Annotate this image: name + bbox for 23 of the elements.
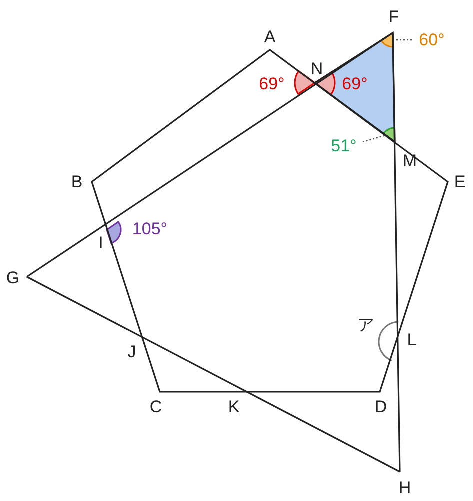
point-label: F [388, 8, 400, 26]
angle-mark [380, 32, 394, 48]
point-label: N [310, 60, 324, 78]
point-label: K [228, 398, 240, 416]
angle-label: 60° [419, 32, 445, 48]
point-label: B [71, 174, 83, 190]
point-label: L [407, 332, 417, 348]
point-label: G [6, 270, 20, 286]
angle-label: 69° [342, 76, 368, 92]
angle-mark [382, 127, 396, 143]
point-label: J [128, 344, 136, 360]
point-label: ア [358, 316, 374, 334]
angle-label: 69° [259, 76, 285, 92]
point-label: A [264, 28, 276, 46]
leader-line [362, 135, 384, 143]
leader-line [396, 39, 412, 41]
point-label: D [374, 398, 388, 416]
point-label: H [398, 480, 412, 496]
angle-label: 51° [331, 138, 357, 154]
point-label: I [98, 234, 104, 252]
point-label: E [454, 174, 466, 190]
point-label: C [150, 398, 162, 416]
angle-label: 105° [132, 220, 168, 238]
